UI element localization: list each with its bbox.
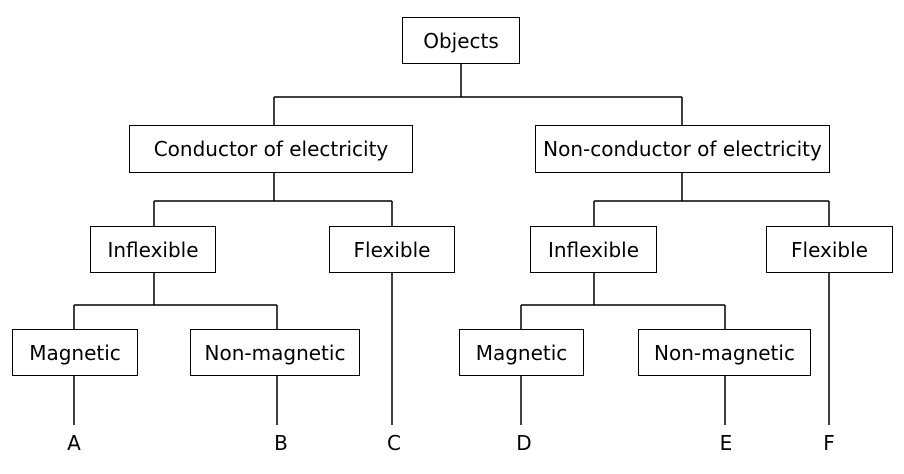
leaf-label-c: C [387,431,401,455]
node-non-conductor-magnetic: Magnetic [459,329,584,376]
node-non-conductor-flexible: Flexible [766,226,893,273]
leaf-label-d: D [516,431,532,455]
node-label: Objects [423,28,499,53]
node-label: Magnetic [475,340,568,365]
node-label: Conductor of electricity [153,137,389,161]
leaf-label-b: B [274,431,288,455]
node-label: Flexible [791,237,868,262]
node-non-conductor-inflexible: Inflexible [530,226,657,273]
node-conductor: Conductor of electricity [129,125,413,173]
node-conductor-inflexible: Inflexible [90,226,216,273]
node-non-conductor: Non-conductor of electricity [535,125,830,173]
node-conductor-flexible: Flexible [329,226,455,273]
node-label: Non-magnetic [654,340,795,365]
leaf-label-f: F [823,431,835,455]
node-conductor-magnetic: Magnetic [12,329,138,376]
node-label: Flexible [353,237,431,262]
node-non-conductor-non-magnetic: Non-magnetic [638,329,811,376]
node-label: Non-conductor of electricity [543,137,822,161]
node-label: Inflexible [547,237,640,262]
leaf-label-e: E [719,431,733,455]
node-conductor-non-magnetic: Non-magnetic [190,329,360,376]
node-label: Non-magnetic [204,340,346,365]
node-label: Inflexible [107,237,199,262]
node-objects: Objects [402,17,520,64]
leaf-label-a: A [67,431,81,455]
node-label: Magnetic [29,340,121,365]
